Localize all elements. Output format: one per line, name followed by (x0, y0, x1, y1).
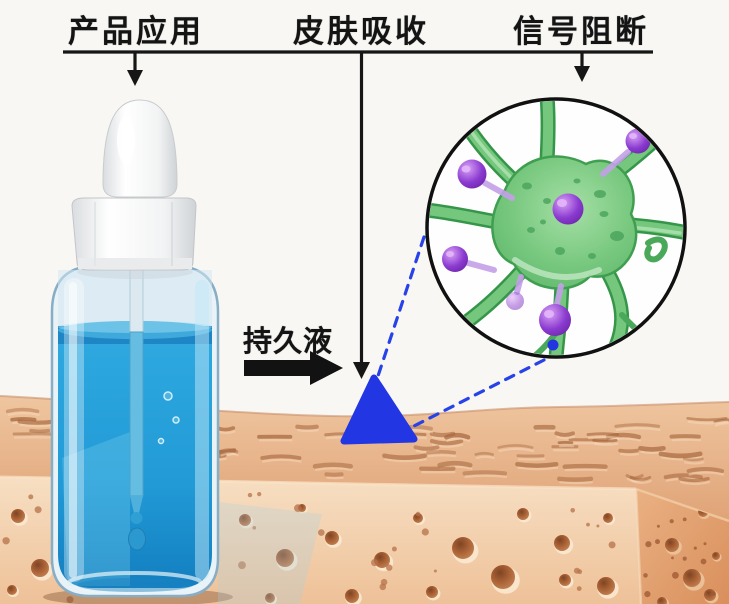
down-arrow-icon (127, 70, 143, 86)
flow-connector (63, 50, 653, 364)
label-serum: 持久液 (242, 326, 334, 358)
magnifier-circle (425, 97, 687, 359)
blocker-spheres (442, 128, 651, 336)
down-arrow-icons (127, 66, 590, 379)
down-arrow-icon (574, 66, 590, 82)
callout-dashed-lines (376, 235, 546, 428)
signal-dot (547, 339, 559, 351)
label-skin-absorption: 皮肤吸收 (293, 14, 429, 49)
serum-drop-triangle (340, 374, 418, 445)
label-product-application: 产品应用 (68, 14, 204, 49)
dropper-bottle (50, 99, 220, 598)
label-signal-blocking: 信号阻断 (513, 14, 649, 49)
down-arrow-icon (353, 362, 370, 379)
right-arrow-icon (244, 351, 343, 385)
